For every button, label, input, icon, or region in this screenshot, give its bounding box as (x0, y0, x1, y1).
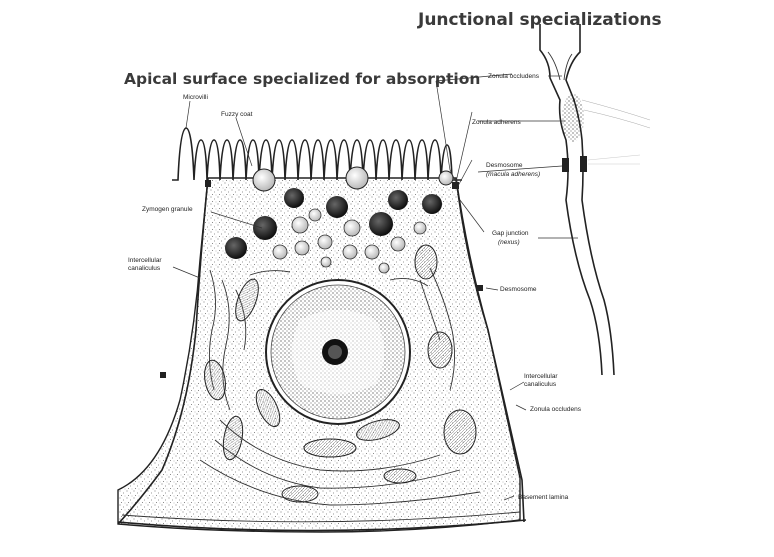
apical-title: Apical surface specialized for absorptio… (124, 70, 480, 88)
label-zonula-occludens-top: Zonula occludens (488, 73, 540, 80)
leader-lines (172, 73, 578, 501)
nucleus (265, 279, 411, 425)
label-zymogen-granule: Zymogen granule (142, 206, 193, 213)
label-zonula-adherens: Zonula adherens (472, 119, 522, 126)
right-junction-marker (452, 182, 459, 189)
label-gap-junction: Gap junction (492, 230, 529, 237)
junctional-title: Junctional specializations (417, 10, 662, 30)
right-lateral-membrane (455, 177, 525, 523)
desmosome-plaque-left (562, 158, 569, 172)
label-intercellular-right-1: Intercellular (524, 373, 558, 380)
basement-lamina-line (117, 519, 527, 532)
label-nexus: (nexus) (498, 239, 520, 246)
zonula-adherens-blob (562, 94, 584, 142)
right-desmosome-marker (476, 285, 483, 291)
left-desmosome-marker (160, 372, 166, 378)
mitochondria (204, 244, 477, 503)
label-desmosome-top: Desmosome (486, 162, 523, 169)
label-zonula-occludens-bottom: Zonula occludens (530, 406, 582, 413)
label-intercellular-left-2: canaliculus (128, 265, 161, 272)
endoplasmic-reticulum (199, 267, 481, 506)
label-basement-lamina: Basement lamina (518, 494, 569, 501)
label-desmosome-mid: Desmosome (500, 286, 537, 293)
label-microvilli: Microvilli (183, 94, 208, 101)
label-intercellular-left-1: Intercellular (128, 257, 162, 264)
left-lateral-membrane (117, 177, 209, 525)
label-macula-adherens: (macula adherens) (486, 171, 540, 178)
label-intercellular-right-2: canaliculus (524, 381, 557, 388)
desmosome-plaque-right (580, 156, 587, 172)
zymogen-granules (225, 188, 442, 259)
microvilli (172, 127, 462, 181)
label-fuzzy-coat: Fuzzy coat (221, 111, 253, 118)
junction-detail (539, 24, 651, 376)
epithelial-cell (117, 127, 527, 533)
left-junction-marker (205, 180, 211, 187)
